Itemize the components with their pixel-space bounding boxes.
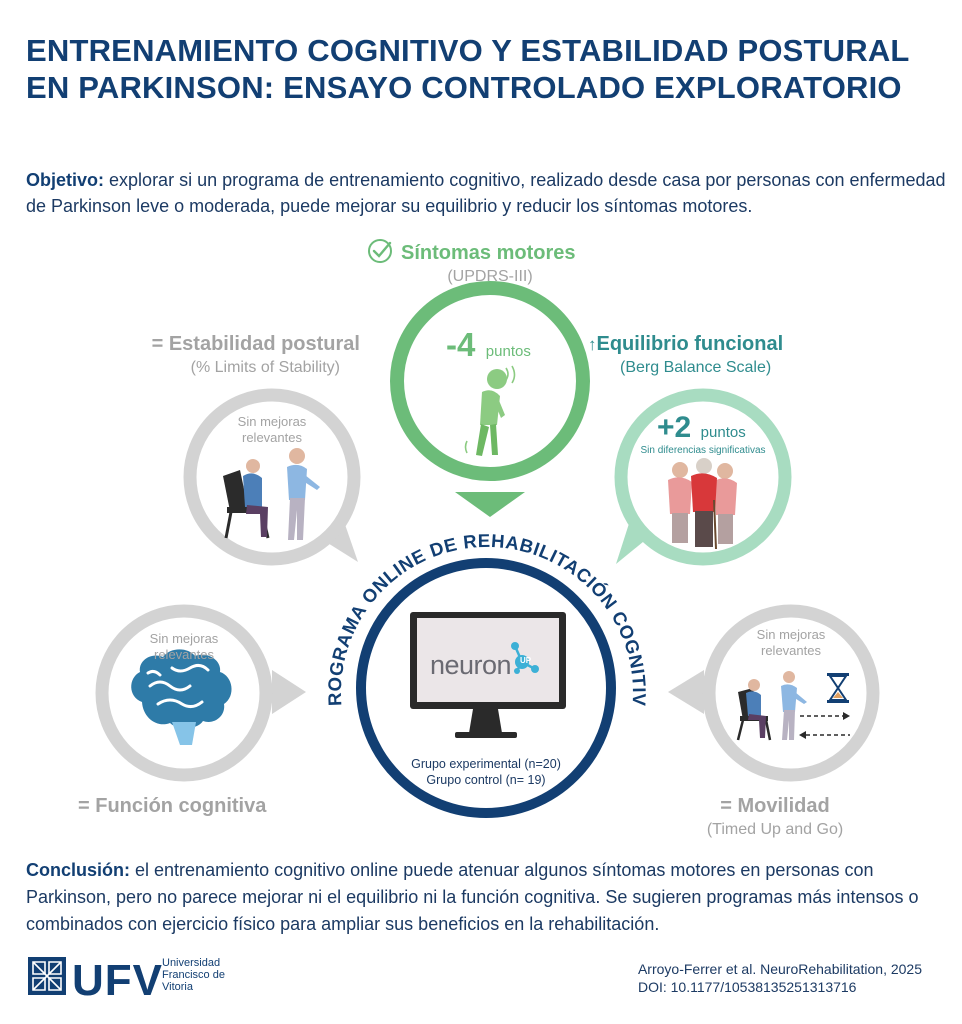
cognitive-result: Sin mejoras relevantes [124, 631, 244, 663]
objective-text: explorar si un programa de entrenamiento… [26, 170, 946, 216]
balance-heading: Equilibrio funcional [596, 333, 784, 355]
motor-result: -4 puntos [446, 326, 531, 364]
university-line1: Universidad [162, 957, 221, 969]
citation: Arroyo-Ferrer et al. NeuroRehabilitation… [638, 960, 922, 996]
mobility-heading: = Movilidad [720, 795, 830, 817]
postural-result-line2: relevantes [242, 430, 302, 445]
balance-note: Sin diferencias significativas [640, 445, 766, 456]
elderly-people-postural-icon [223, 448, 320, 540]
cognitive-result-line1: Sin mejoras [149, 631, 219, 646]
mobility-tug-icon [736, 671, 850, 741]
page-title: ENTRENAMIENTO COGNITIVO Y ESTABILIDAD PO… [26, 33, 910, 105]
citation-reference: Arroyo-Ferrer et al. NeuroRehabilitation… [637, 961, 922, 977]
balance-value: +2 [657, 411, 692, 444]
motor-unit: puntos [485, 343, 531, 360]
motor-heading: Síntomas motores [401, 242, 576, 264]
check-circle-icon [368, 239, 392, 263]
balance-header: ↑Equilibrio funcional [588, 333, 783, 356]
mobility-scale: (Timed Up and Go) [706, 821, 844, 838]
cognitive-heading: = Función cognitiva [78, 795, 267, 817]
postural-result-line1: Sin mejoras [237, 414, 307, 429]
postural-result: Sin mejoras relevantes [212, 414, 332, 446]
mobility-result: Sin mejoras relevantes [731, 627, 851, 659]
group-control: Grupo control (n= 19) [426, 773, 546, 787]
parkinson-person-icon [464, 365, 516, 456]
conclusion-label: Conclusión: [26, 860, 130, 880]
balance-arrow-icon: ↑ [588, 335, 597, 354]
neuronup-logo-icon [511, 642, 539, 674]
motor-header: Síntomas motores [367, 238, 575, 265]
conclusion-paragraph: Conclusión: el entrenamiento cognitivo o… [26, 857, 941, 938]
objective-paragraph: Objetivo: explorar si un programa de ent… [26, 167, 946, 219]
motor-value: -4 [446, 326, 476, 363]
neuronup-brand: neuron [430, 650, 512, 680]
conclusion-text: el entrenamiento cognitivo online puede … [26, 860, 919, 934]
monitor-icon [410, 612, 566, 738]
brain-icon [131, 649, 232, 745]
group-experimental: Grupo experimental (n=20) [411, 757, 561, 771]
balance-unit: puntos [700, 424, 746, 441]
hourglass-icon [827, 673, 849, 703]
mobility-result-line1: Sin mejoras [756, 627, 826, 642]
university-line3: Vitoria [162, 981, 193, 993]
neuronup-badge: UP [520, 656, 532, 665]
ufv-university-name: Universidad Francisco de Vitoria [162, 957, 225, 993]
groups-info: Grupo experimental (n=20) Grupo control … [386, 756, 586, 788]
university-line2: Francisco de [162, 969, 225, 981]
elderly-group-balance-icon [668, 458, 737, 550]
postural-heading: = Estabilidad postural [151, 333, 360, 355]
postural-scale: (% Limits of Stability) [190, 359, 340, 376]
balance-scale: (Berg Balance Scale) [620, 359, 772, 376]
mobility-result-line2: relevantes [761, 643, 821, 658]
citation-doi: DOI: 10.1177/10538135251313716 [637, 979, 857, 995]
motor-scale: (UPDRS-III) [447, 268, 533, 285]
ufv-logo-text: UFV [72, 956, 163, 1005]
objective-label: Objetivo: [26, 170, 105, 190]
cognitive-result-line2: relevantes [154, 647, 214, 662]
balance-result: +2 puntos [657, 411, 746, 445]
ufv-logo-icon [28, 957, 66, 995]
